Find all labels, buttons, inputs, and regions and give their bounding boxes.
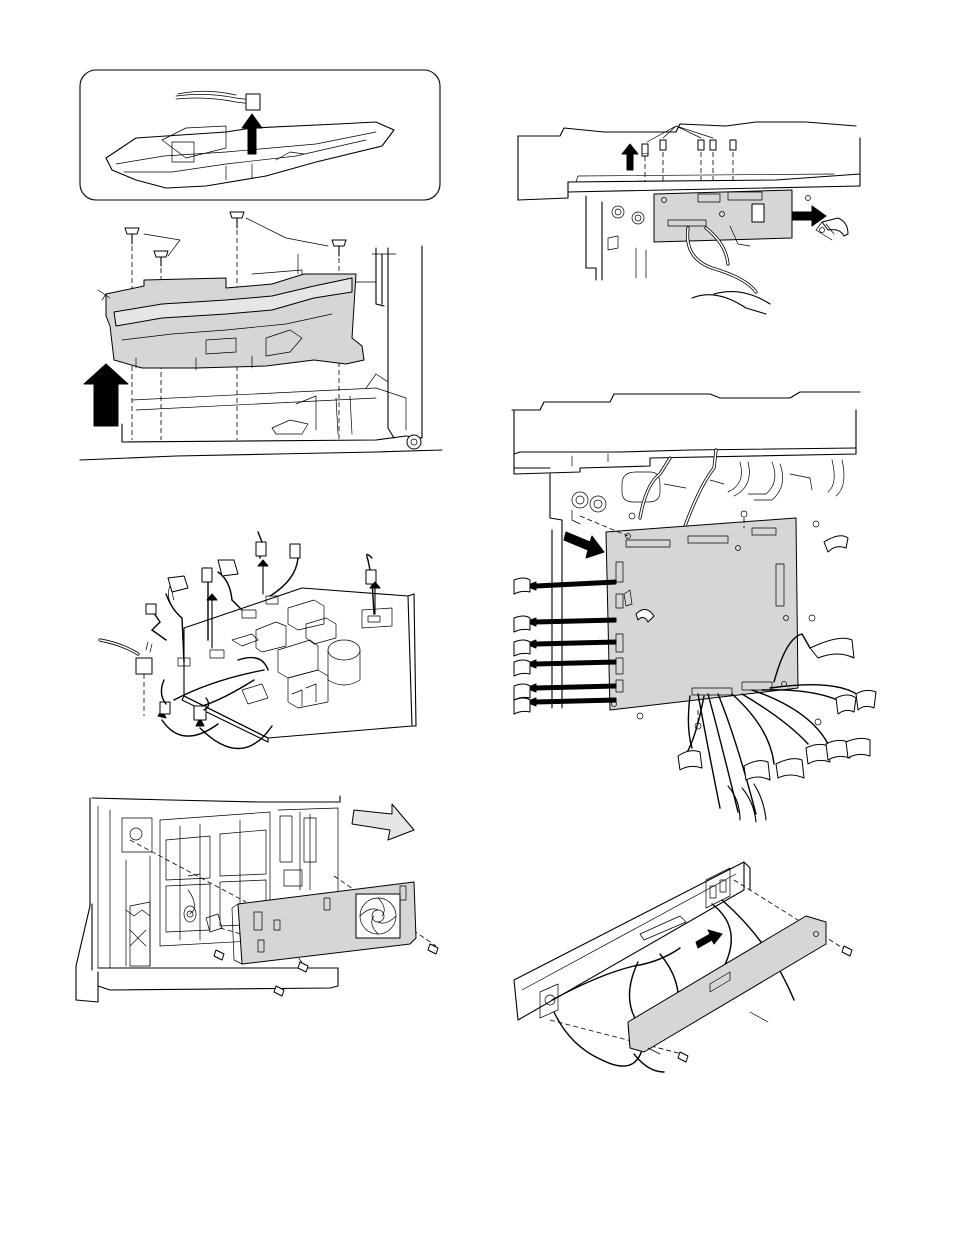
pwb-connectors-icon — [516, 118, 866, 318]
board-bracket-connectors-figure — [516, 118, 866, 318]
cover-panel-icon — [510, 850, 860, 1100]
laser-unit-icon — [76, 68, 446, 468]
main-pwb-icon — [510, 388, 882, 824]
cover-panel-removal-figure — [510, 850, 860, 1100]
rear-panel-icon — [70, 790, 450, 1016]
rear-panel-fan-removal-figure — [70, 790, 450, 1016]
laser-unit-removal-figure — [76, 68, 446, 468]
power-supply-connectors-figure — [92, 530, 422, 770]
power-supply-icon — [92, 530, 422, 770]
main-board-connectors-figure — [510, 388, 882, 824]
